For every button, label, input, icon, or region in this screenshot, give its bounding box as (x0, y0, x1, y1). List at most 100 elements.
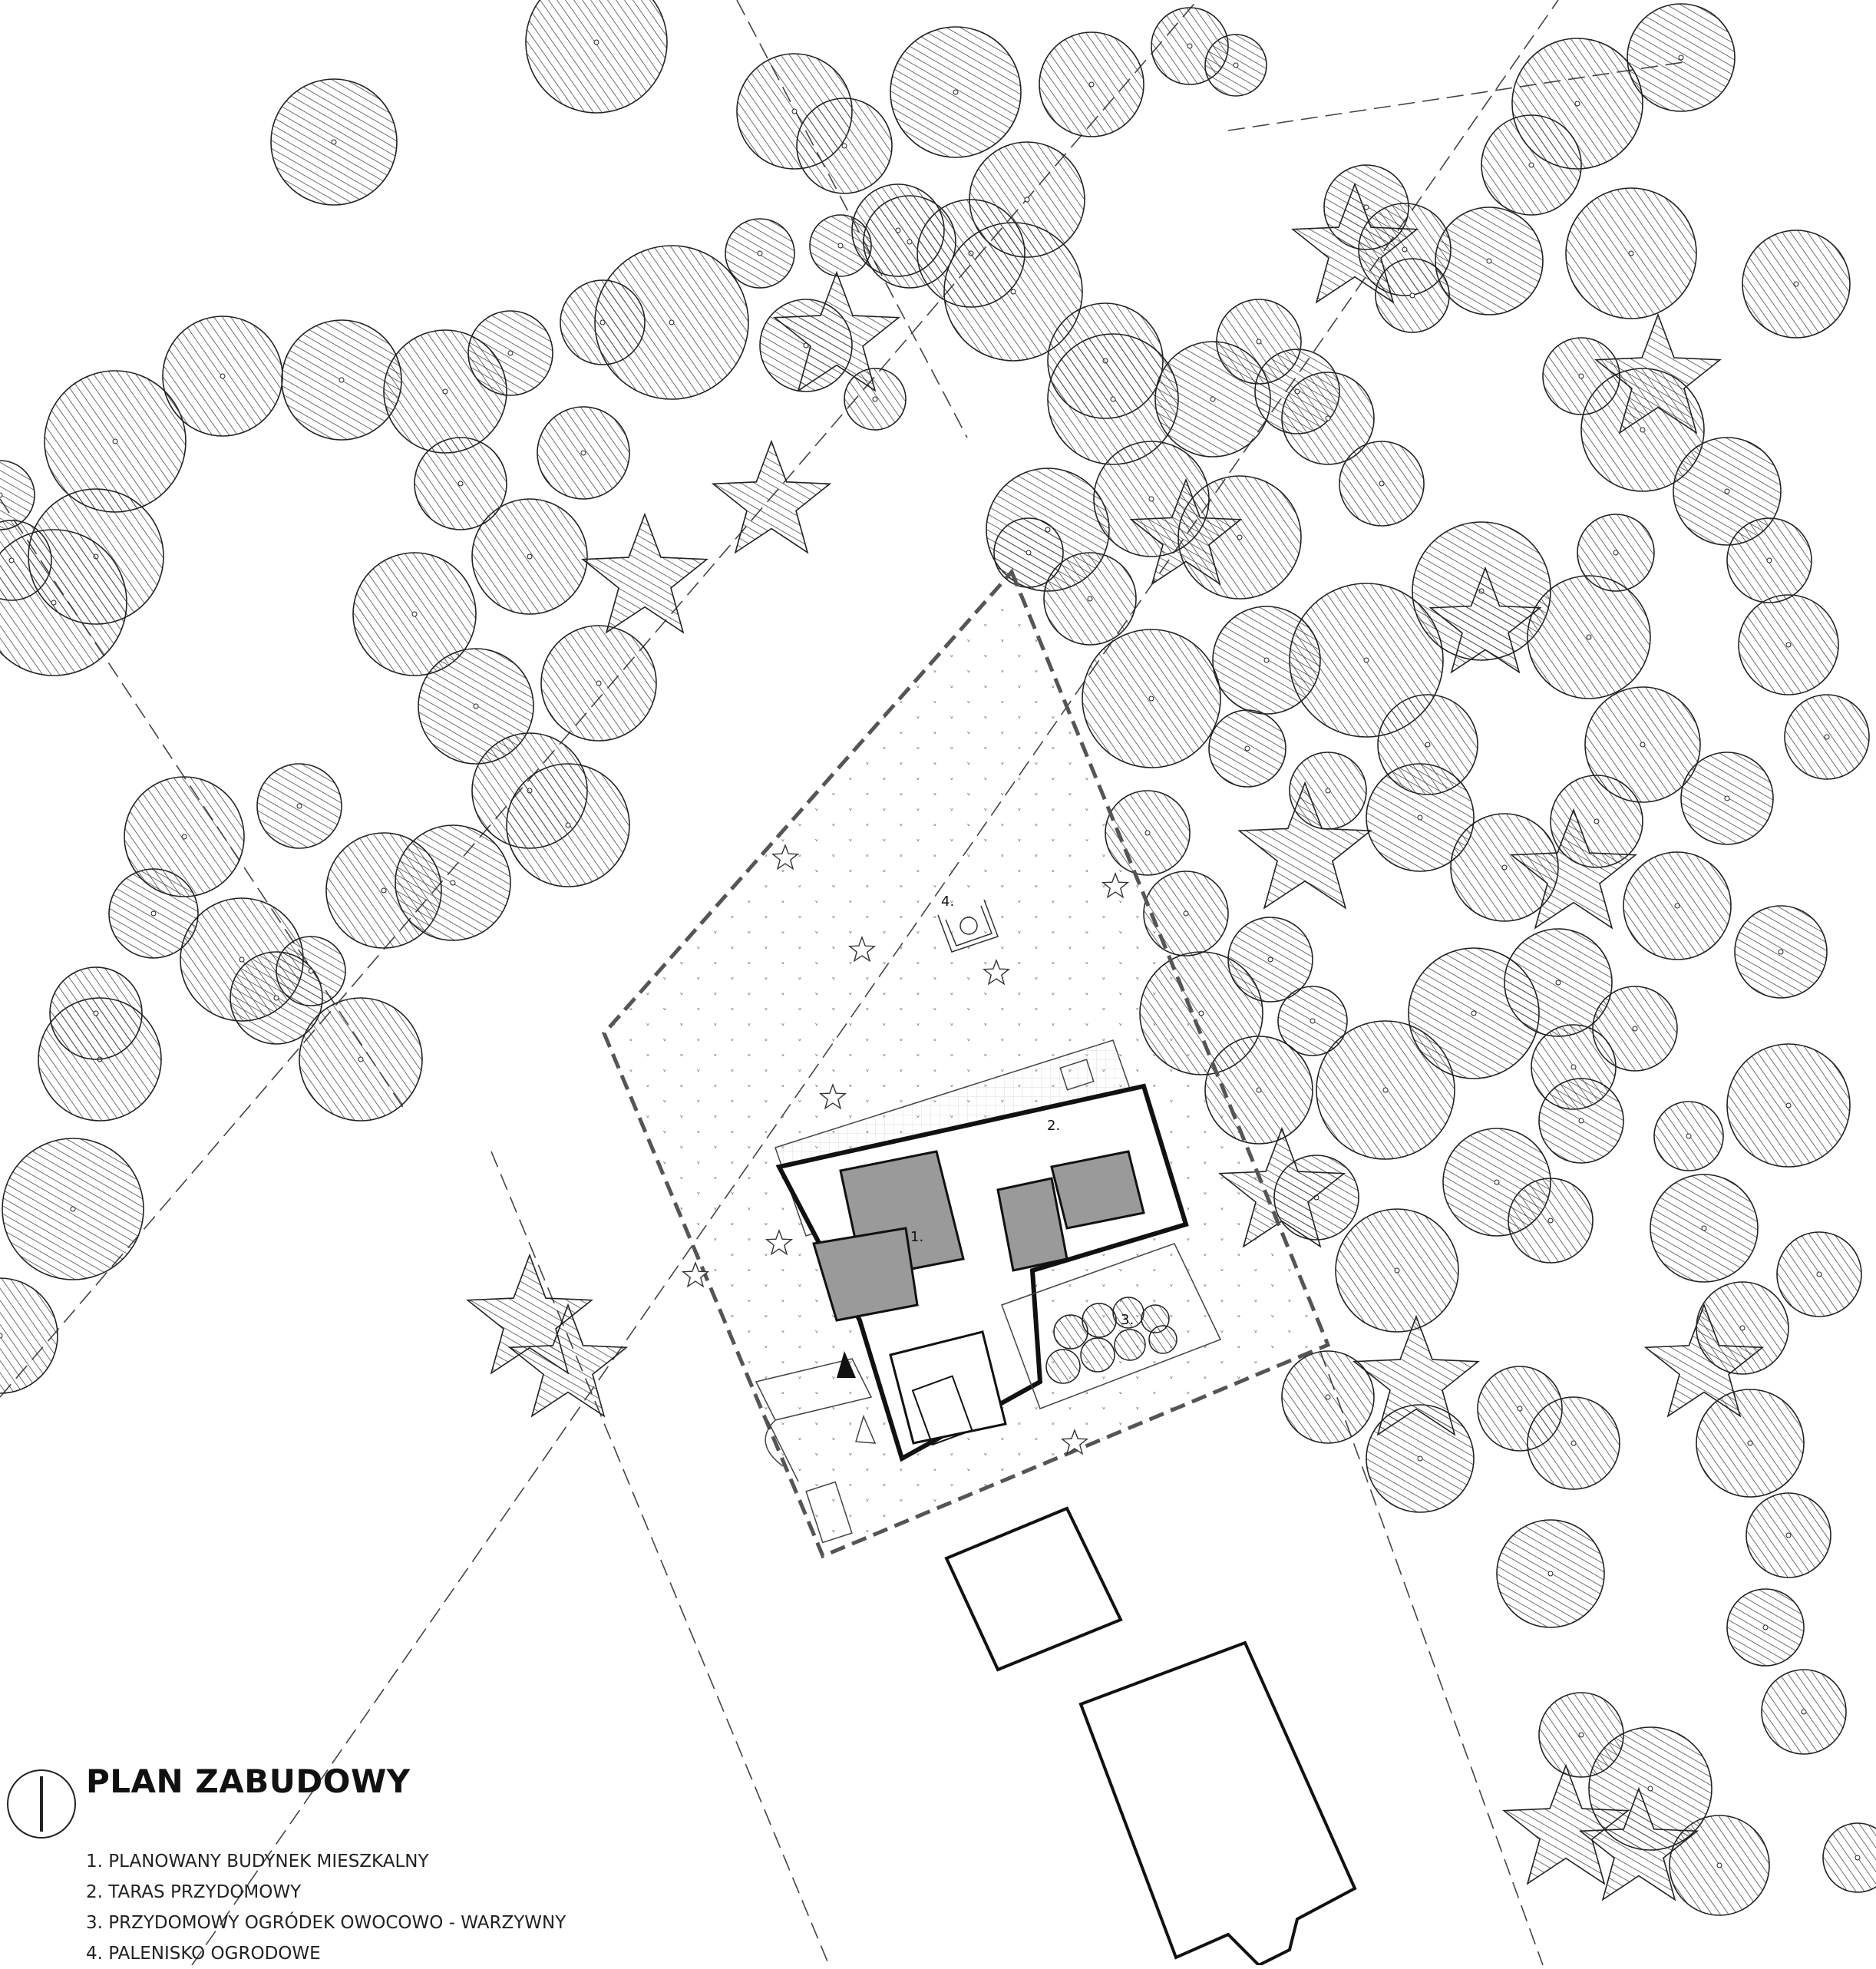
tree-trunk-marker (1325, 415, 1331, 421)
tree-trunk-marker (1325, 1394, 1331, 1400)
label-firepit: 4. (941, 894, 954, 910)
tree-trunk-marker (1379, 481, 1385, 487)
tree-trunk-marker (1024, 197, 1030, 203)
tree-trunk-marker (841, 143, 847, 149)
driveway (755, 1351, 877, 1544)
tree-trunk-marker (1785, 1102, 1792, 1108)
tree-trunk-marker (1578, 1118, 1584, 1124)
tree-trunk-marker (1325, 788, 1331, 794)
tree-trunk-marker (1148, 695, 1154, 702)
neighbour-buildings (944, 1506, 1357, 1965)
tree-trunk-marker (527, 553, 533, 560)
tree-trunk-marker (1578, 1732, 1584, 1738)
tree-trunk-marker (1785, 1532, 1792, 1538)
tree-trunk-marker (273, 995, 279, 1001)
tree-trunk-marker (1010, 289, 1016, 295)
shrub-icon (771, 844, 800, 871)
tree-trunk-marker (308, 968, 314, 974)
tree-trunk-marker (1632, 1026, 1638, 1032)
tree-trunk-marker (1724, 488, 1730, 494)
conifer-tree (581, 512, 708, 634)
conifer-tree (1502, 1763, 1630, 1885)
tree-trunk-marker (1256, 339, 1262, 345)
tree-trunk-marker (51, 600, 57, 606)
tree-trunk-marker (331, 139, 337, 145)
shrub-icon (1060, 1429, 1089, 1455)
tree-trunk-marker (93, 1010, 99, 1016)
tree-trunk-marker (757, 250, 763, 256)
tree-canopy (525, 0, 668, 114)
tree-trunk-marker (1263, 657, 1270, 663)
label-garden: 3. (1121, 1312, 1134, 1328)
tree-trunk-marker (1628, 250, 1634, 256)
conifer-tree (1578, 1786, 1699, 1901)
conifer-tree (1353, 1314, 1480, 1436)
tree-trunk-marker (1674, 903, 1680, 909)
tree-trunk-marker (1640, 742, 1646, 748)
conifer-tree (1291, 182, 1419, 304)
legend-item: 3. PRZYDOMOWY OGRÓDEK OWOCOWO - WARZYWNY (86, 1913, 566, 1933)
shrub-icon (1101, 872, 1130, 899)
tree-trunk-marker (1486, 258, 1492, 264)
tree-trunk-marker (1198, 1010, 1204, 1016)
tree-trunk-marker (1187, 43, 1193, 49)
tree-trunk-marker (1816, 1271, 1822, 1277)
conifer-tree (1129, 477, 1243, 586)
tree-trunk-marker (837, 243, 844, 249)
tree-trunk-marker (1417, 1455, 1423, 1462)
tree-trunk-marker (1824, 734, 1830, 740)
conifer-tree (507, 1303, 629, 1418)
tree-trunk-marker (70, 1206, 76, 1212)
tree-trunk-marker (1701, 1225, 1707, 1231)
tree-trunk-marker (1267, 956, 1273, 963)
tree-trunk-marker (1233, 62, 1239, 68)
tree-trunk-marker (1088, 81, 1095, 88)
conifer-tree (1428, 566, 1542, 674)
tree-trunk-marker (565, 822, 571, 828)
conifer-tree (1594, 312, 1722, 434)
tree-trunk-marker (599, 319, 606, 325)
tree-trunk-marker (1110, 396, 1116, 402)
tree-trunk-marker (457, 481, 464, 487)
legend-item: 2. TARAS PRZYDOMOWY (86, 1882, 302, 1902)
tree-trunk-marker (1517, 1406, 1523, 1412)
tree-trunk-marker (1494, 1179, 1500, 1185)
tree-trunk-marker (1578, 373, 1584, 379)
tree-trunk-marker (1647, 1786, 1653, 1792)
tree-trunk-marker (1686, 1133, 1692, 1139)
tree-trunk-marker (473, 703, 479, 709)
tree-trunk-marker (1766, 557, 1772, 563)
tree-trunk-marker (1586, 634, 1592, 640)
tree-trunk-marker (220, 373, 226, 379)
tree-trunk-marker (339, 377, 345, 383)
tree-trunk-marker (1402, 246, 1408, 253)
tree-trunk-marker (953, 89, 959, 95)
tree-trunk-marker (1555, 980, 1561, 986)
tree-trunk-marker (8, 557, 15, 563)
shrub-icon (765, 1229, 794, 1256)
tree-trunk-marker (1793, 281, 1799, 287)
tree-trunk-marker (1778, 949, 1784, 955)
legend-item: 1. PLANOWANY BUDYNEK MIESZKALNY (86, 1852, 429, 1872)
shrub-icon (818, 1083, 847, 1110)
tree-trunk-marker (0, 492, 3, 498)
tree-trunk-marker (1570, 1064, 1577, 1070)
tree-trunk-marker (907, 239, 913, 245)
tree-canopy (0, 1277, 58, 1394)
tree-trunk-marker (1363, 204, 1369, 210)
tree-trunk-marker (1363, 657, 1369, 663)
shrub-icon (681, 1261, 710, 1288)
tree-trunk-marker (1640, 427, 1646, 433)
tree-trunk-marker (596, 680, 602, 686)
tree-trunk-marker (1855, 1855, 1861, 1861)
tree-trunk-marker (296, 803, 302, 809)
conifer-tree (1237, 781, 1372, 910)
tree-trunk-marker (112, 438, 118, 444)
tree-canopy (0, 520, 52, 601)
tree-trunk-marker (1183, 910, 1189, 917)
legend-list: 1. PLANOWANY BUDYNEK MIESZKALNY 2. TARAS… (86, 1846, 566, 1969)
house-plan (775, 1083, 1189, 1462)
tree-trunk-marker (1409, 292, 1415, 299)
tree-trunk-marker (0, 1333, 3, 1339)
